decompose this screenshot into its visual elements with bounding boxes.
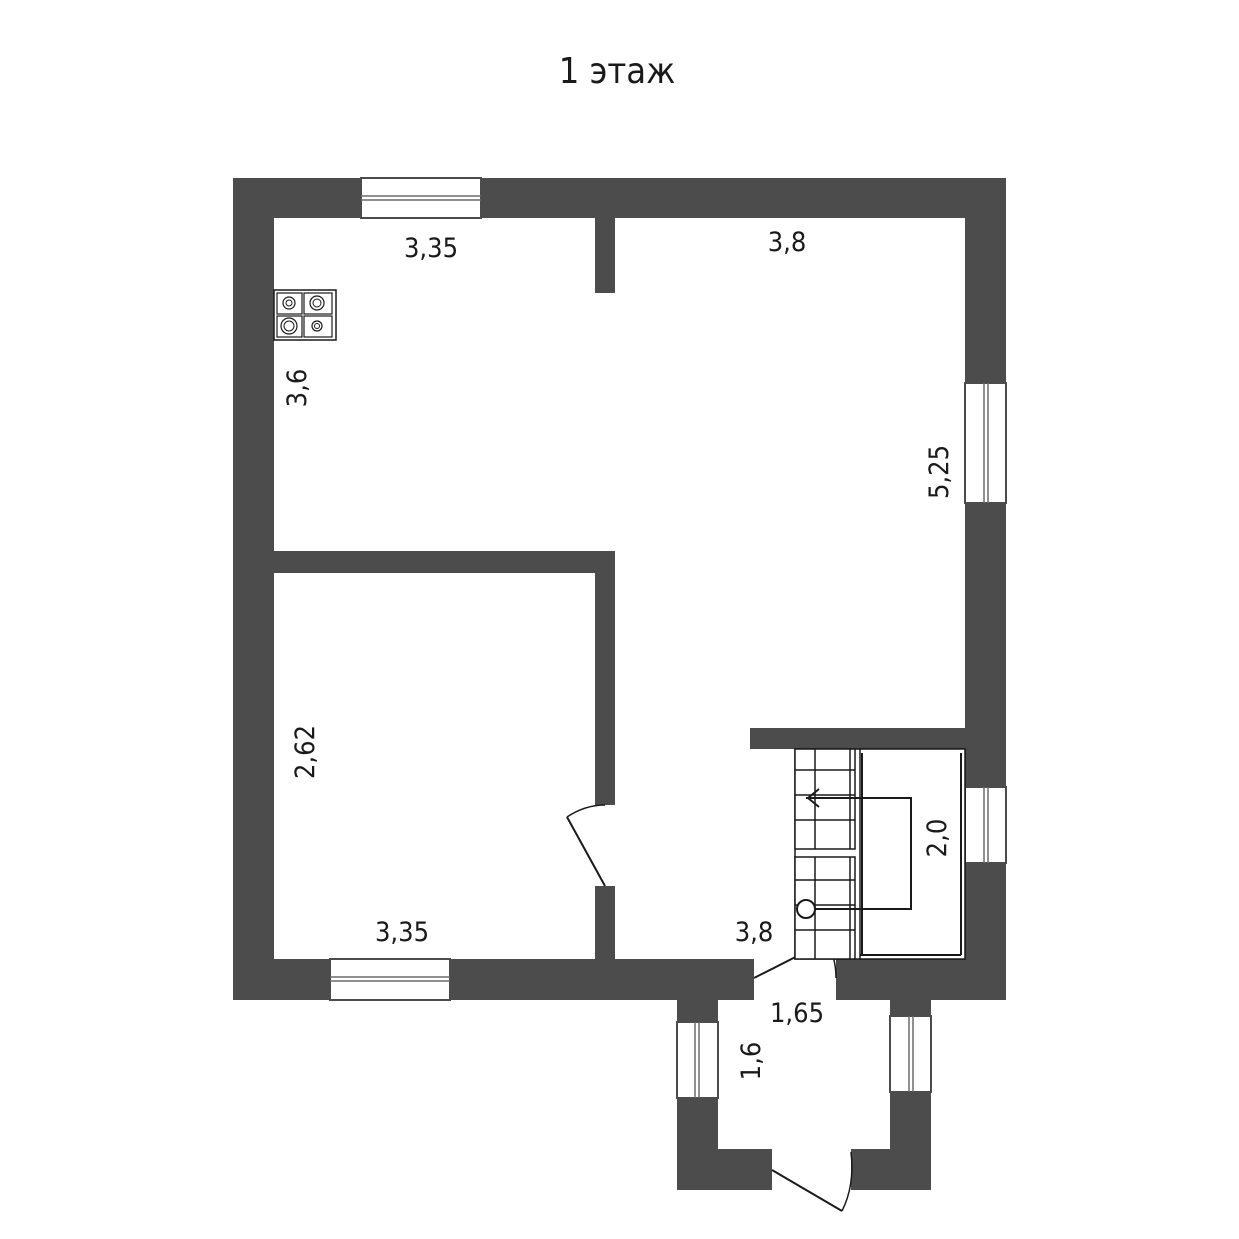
wall-porch-bottom-right — [851, 1149, 931, 1190]
wall-left — [233, 178, 274, 1000]
dim-living-depth: 5,25 — [924, 445, 955, 499]
floor-title: 1 этаж — [559, 51, 676, 92]
dim-kitchen-depth: 3,6 — [282, 369, 313, 408]
dim-hall-width: 3,8 — [735, 917, 774, 948]
stove-icon — [273, 289, 337, 341]
window-right-lower — [964, 786, 1007, 864]
wall-partition-middle — [274, 551, 615, 573]
door-bedroom — [566, 804, 606, 887]
wall-porch-bottom-left — [677, 1149, 772, 1190]
window-right-upper — [964, 382, 1007, 504]
window-porch-right — [889, 1015, 932, 1093]
window-bottom — [329, 958, 451, 1001]
dim-stair-depth: 2,0 — [922, 819, 953, 858]
wall-top — [233, 178, 1006, 218]
staircase — [794, 748, 966, 960]
dim-porch-width: 1,65 — [770, 998, 824, 1029]
dim-kitchen-width: 3,35 — [404, 233, 458, 264]
dimension-labels: 3,35 3,8 3,6 5,25 2,62 3,35 3,8 2,0 1,65… — [282, 227, 955, 1080]
window-top — [360, 177, 482, 219]
wall-partition-top — [595, 218, 615, 293]
dim-bedroom-width: 3,35 — [375, 917, 429, 948]
wall-bottom-left — [233, 959, 754, 1000]
stair-arrow-icon — [796, 788, 912, 919]
dim-porch-depth: 1,6 — [736, 1042, 767, 1081]
dim-living-width: 3,8 — [768, 227, 807, 258]
wall-stair-top — [750, 728, 965, 749]
door-porch — [771, 1151, 853, 1212]
wall-bedroom-east-upper — [595, 551, 615, 805]
window-porch-left — [676, 1021, 719, 1099]
wall-bedroom-east-lower — [595, 886, 615, 959]
windows — [329, 177, 1007, 1099]
wall-bottom-right — [836, 959, 1006, 1000]
wall-right — [965, 178, 1006, 1000]
dim-bedroom-depth: 2,62 — [290, 725, 321, 779]
